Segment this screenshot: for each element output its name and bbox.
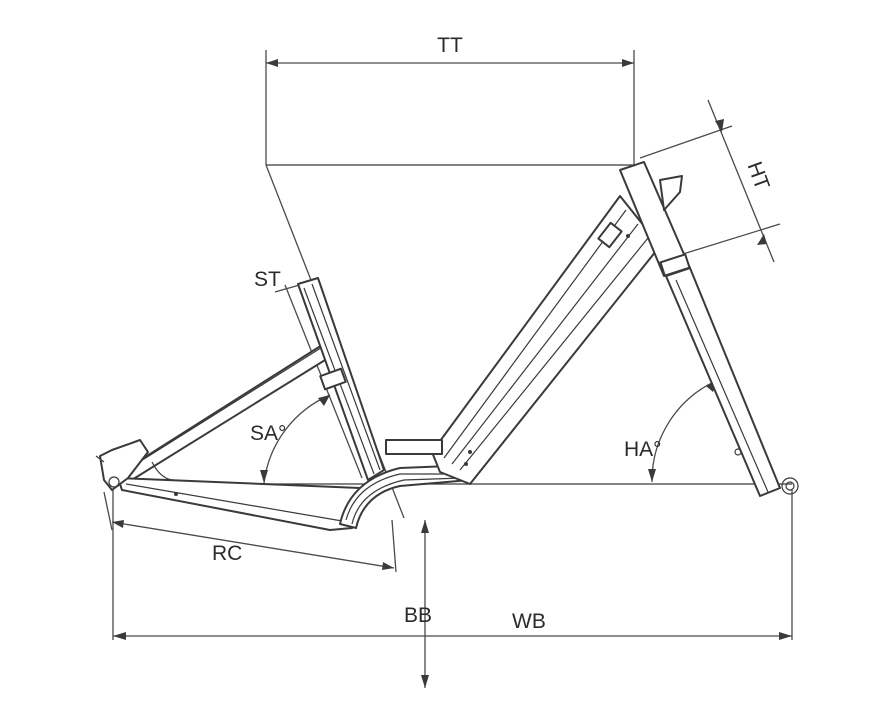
dimension-lines xyxy=(103,50,793,688)
tt-dimension xyxy=(265,50,635,166)
motor-bridge xyxy=(385,439,443,455)
rc-dimension xyxy=(103,491,397,573)
st-label: ST xyxy=(254,268,281,291)
rear-dropout xyxy=(95,439,173,491)
head-tube xyxy=(619,161,691,277)
bike-frame xyxy=(95,161,799,531)
seat-stay xyxy=(111,339,339,487)
wb-dimension xyxy=(112,490,793,640)
ha-angle xyxy=(648,379,719,483)
bb-label: BB xyxy=(404,604,432,627)
down-tube xyxy=(431,195,661,485)
sa-label: SA° xyxy=(250,422,286,445)
tt-label: TT xyxy=(437,34,463,57)
fork xyxy=(665,267,799,497)
chain-stay xyxy=(117,477,361,531)
ht-dimension xyxy=(639,99,781,263)
ha-label: HA° xyxy=(624,438,662,461)
bottom-bracket xyxy=(339,465,471,529)
rc-label: RC xyxy=(212,542,242,565)
ht-label: HT xyxy=(743,159,774,193)
wb-label: WB xyxy=(512,610,546,633)
bb-dimension xyxy=(421,520,429,688)
seat-tube xyxy=(297,277,385,481)
